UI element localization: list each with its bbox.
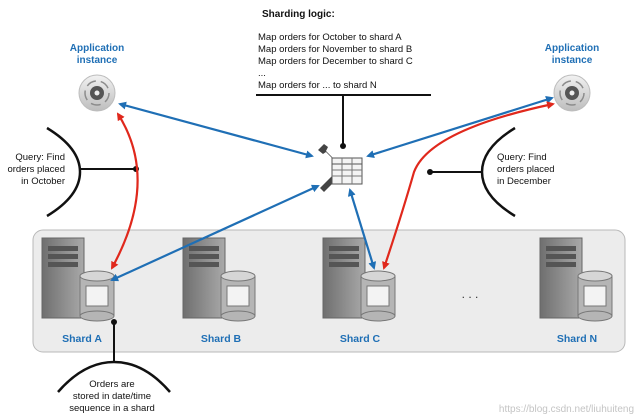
- logic-line-3: Map orders for December to shard C: [258, 56, 413, 67]
- app-right-label-1: Application: [545, 43, 599, 54]
- shard-n-database-icon: [577, 270, 613, 322]
- shard-a-database-icon: [79, 270, 115, 322]
- logic-line-1: Map orders for October to shard A: [258, 32, 402, 43]
- shard-a-server: [41, 237, 85, 319]
- shard-n-server: [539, 237, 583, 319]
- note-line-3: sequence in a shard: [69, 403, 155, 414]
- query-right-line-2: orders placed: [497, 164, 555, 175]
- arrow-app-left-to-logic: [118, 101, 314, 159]
- red-arrow-right-query: [382, 101, 555, 270]
- arrow-logic-to-shard-c: [347, 188, 377, 270]
- query-right-line-1: Query: Find: [497, 152, 547, 163]
- arrow-logic-to-shard-a: [110, 184, 320, 282]
- watermark: https://blog.csdn.net/liuhuiteng: [499, 404, 634, 415]
- shard-b-database-icon: [220, 270, 256, 322]
- app-right-label-2: instance: [552, 55, 593, 66]
- note-line-2: stored in date/time: [73, 391, 151, 402]
- shard-c-label: Shard C: [340, 333, 381, 345]
- logic-line-2: Map orders for November to shard B: [258, 44, 412, 55]
- note-brace: [57, 360, 171, 393]
- query-left-line-2: orders placed: [7, 164, 65, 175]
- logic-line-4: ...: [258, 68, 266, 79]
- note-line-1: Orders are: [89, 379, 134, 390]
- query-right-line-3: in December: [497, 176, 551, 187]
- shard-a-label: Shard A: [62, 333, 102, 345]
- wrench-table-icon: [318, 144, 363, 192]
- app-left-gear-icon: [78, 74, 116, 112]
- shard-b-label: Shard B: [201, 333, 242, 345]
- app-left-label-1: Application: [70, 43, 124, 54]
- query-right-dot: [427, 169, 433, 175]
- shard-c-database-icon: [360, 270, 396, 322]
- red-arrow-left-query: [111, 112, 139, 270]
- arrow-app-right-to-logic: [366, 95, 554, 159]
- logic-dot: [340, 143, 346, 149]
- query-left-line-3: in October: [21, 176, 65, 187]
- sharding-logic-title: Sharding logic:: [262, 9, 335, 20]
- logic-line-5: Map orders for ... to shard N: [258, 80, 377, 91]
- shard-n-label: Shard N: [557, 333, 597, 345]
- query-left-brace: [46, 126, 82, 218]
- shard-c-server: [322, 237, 366, 319]
- query-left-line-1: Query: Find: [15, 152, 65, 163]
- app-right-gear-icon: [553, 74, 591, 112]
- app-left-label-2: instance: [77, 55, 118, 66]
- shard-b-server: [182, 237, 226, 319]
- shard-ellipsis: . . .: [462, 287, 479, 301]
